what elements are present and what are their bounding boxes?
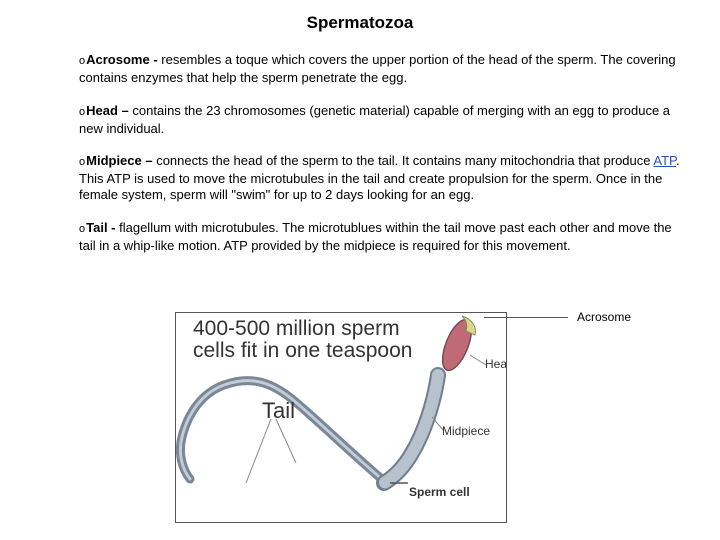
midpiece-text-after: . This ATP is used to move the microtubu… [79,153,680,202]
page-title: Spermatozoa [306,13,414,32]
label-tail: Tail [262,398,296,423]
head-paragraph: oHead – contains the 23 chromosomes (gen… [79,103,691,137]
bullet-marker: o [79,156,86,168]
figure-heading: 400-500 million sperm cells fit in one t… [193,318,412,362]
acrosome-paragraph: oAcrosome - resembles a toque which cove… [79,52,691,86]
head-text: contains the 23 chromosomes (genetic mat… [79,103,671,136]
acrosome-leader-line [484,317,568,318]
sperm-cell-figure: 400-500 million sperm cells fit in one t… [175,312,507,523]
tail-text: flagellum with microtubules. The microtu… [79,220,672,253]
tail-term: Tail - [86,220,116,235]
atp-link[interactable]: ATP [653,153,677,168]
figure-heading-line2: cells fit in one teaspoon [193,339,413,362]
label-head: Head [485,357,507,371]
sperm-illustration [176,315,487,491]
label-midpiece: Midpiece [442,424,491,438]
tail-flagellum [176,376,389,486]
bullet-marker: o [79,223,86,235]
midpiece-term: Midpiece – [86,153,153,168]
midpiece-text-before: connects the head of the sperm to the ta… [152,153,654,168]
head-term: Head – [86,103,129,118]
acrosome-term: Acrosome - [86,52,158,67]
bullet-marker: o [79,55,86,67]
figure-heading-line1: 400-500 million sperm [193,317,400,340]
acrosome-text: resembles a toque which covers the upper… [79,52,676,85]
midpiece-paragraph: oMidpiece – connects the head of the spe… [79,153,691,204]
acrosome-cap [461,315,476,336]
bullet-marker: o [79,106,86,118]
tail-paragraph: oTail - flagellum with microtubules. The… [79,220,691,254]
label-sperm-cell: Sperm cell [409,485,470,499]
label-acrosome: Acrosome [577,310,632,324]
